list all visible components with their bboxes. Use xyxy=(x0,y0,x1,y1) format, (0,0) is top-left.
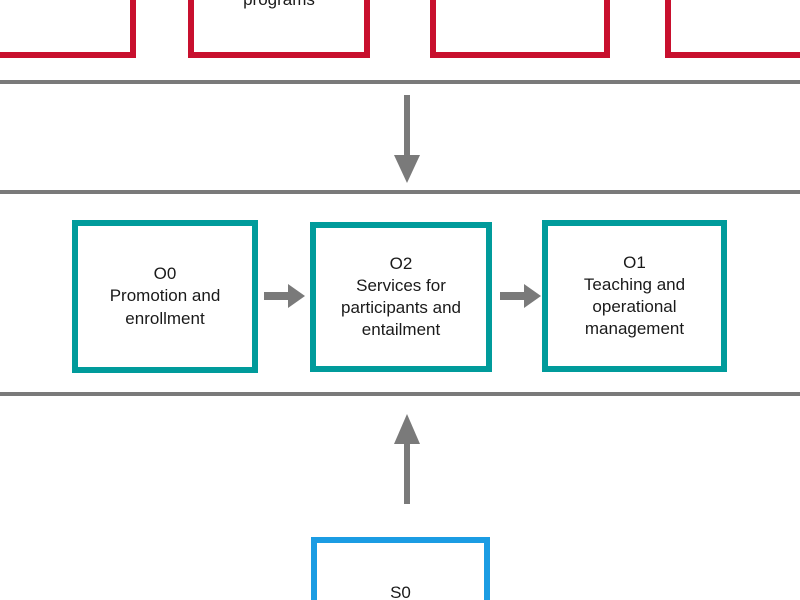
band-separator-top xyxy=(0,80,800,84)
operational-process-box-o0-label: O0 Promotion and enrollment xyxy=(109,264,221,328)
operational-process-box-o2[interactable]: O2 Services for participants and entailm… xyxy=(310,222,492,372)
operational-process-box-o2-label: O2 Services for participants and entailm… xyxy=(340,253,462,340)
operational-process-box-o1[interactable]: O1 Teaching and operational management xyxy=(542,220,727,372)
operational-process-box-o0[interactable]: O0 Promotion and enrollment xyxy=(72,220,258,373)
strategic-process-box-3-label: stakeholders xyxy=(472,0,568,31)
support-process-box-s0[interactable]: S0 Resources xyxy=(311,537,490,600)
operational-process-box-o1-label: O1 Teaching and operational management xyxy=(583,252,686,339)
support-process-box-s0-label: S0 Resources xyxy=(390,582,411,600)
strategic-process-box-3[interactable]: stakeholders xyxy=(430,0,610,58)
arrow-down-icon xyxy=(390,95,424,185)
arrow-right-icon-o0-o2 xyxy=(264,283,306,309)
strategic-process-box-4[interactable] xyxy=(665,0,800,58)
strategic-process-box-1[interactable]: nc centers policies xyxy=(0,0,136,58)
arrow-right-icon-o2-o1 xyxy=(500,283,542,309)
strategic-process-box-2-label: the degree programs xyxy=(238,0,319,29)
strategic-process-box-1-label: nc centers policies xyxy=(10,0,88,39)
arrow-up-icon xyxy=(390,412,424,504)
band-separator-middle-upper xyxy=(0,190,800,194)
strategic-process-box-2[interactable]: the degree programs xyxy=(188,0,370,58)
band-separator-middle-lower xyxy=(0,392,800,396)
